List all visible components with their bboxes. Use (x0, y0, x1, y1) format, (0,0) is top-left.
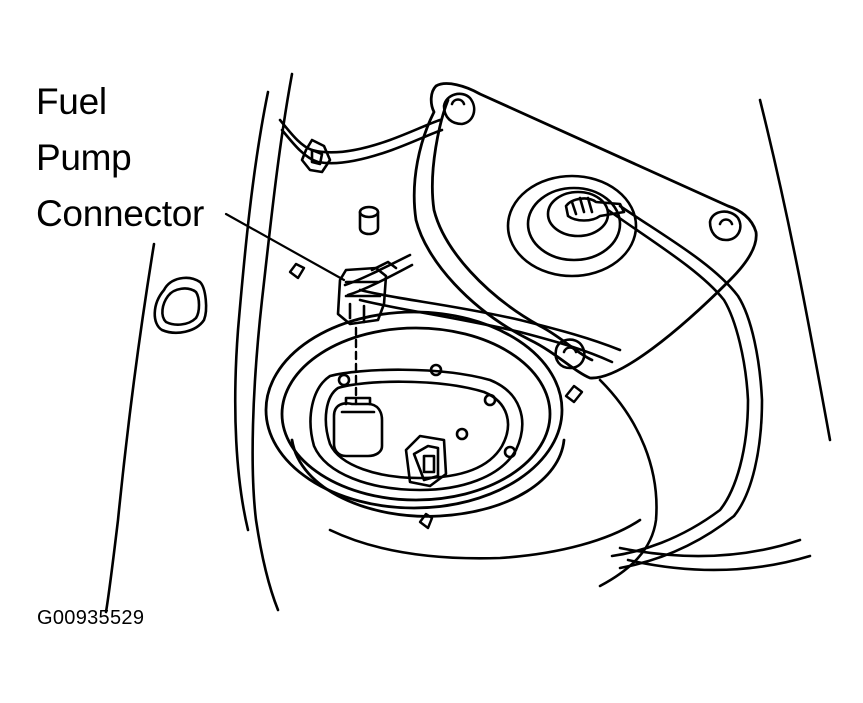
figure-id-label: G00935529 (37, 607, 145, 629)
pump-cover-plate (412, 82, 758, 380)
wire-clip (300, 138, 332, 174)
fuel-pump-connector (336, 260, 398, 326)
service-hole (264, 310, 566, 518)
fuel-line-loop (606, 204, 764, 570)
stud-bolt (358, 205, 380, 236)
pump-flange (309, 363, 524, 492)
callout-line-1: Fuel (36, 81, 107, 122)
fuel-pump-connector-callout: Fuel Pump Connector (36, 74, 204, 242)
floor-slots (288, 262, 584, 530)
fuel-outlet-fitting (404, 434, 448, 488)
side-grommet (153, 276, 208, 334)
callout-line-3: Connector (36, 193, 205, 234)
callout-leader-line (224, 212, 346, 282)
body-panel-edges (104, 72, 294, 614)
pump-side-connector (332, 396, 384, 458)
wire-harness (278, 118, 622, 364)
floor-pan-edges (328, 98, 832, 588)
sender-grommet (506, 174, 638, 278)
cover-bolt-bosses (442, 92, 742, 370)
callout-line-2: Pump (36, 137, 132, 178)
